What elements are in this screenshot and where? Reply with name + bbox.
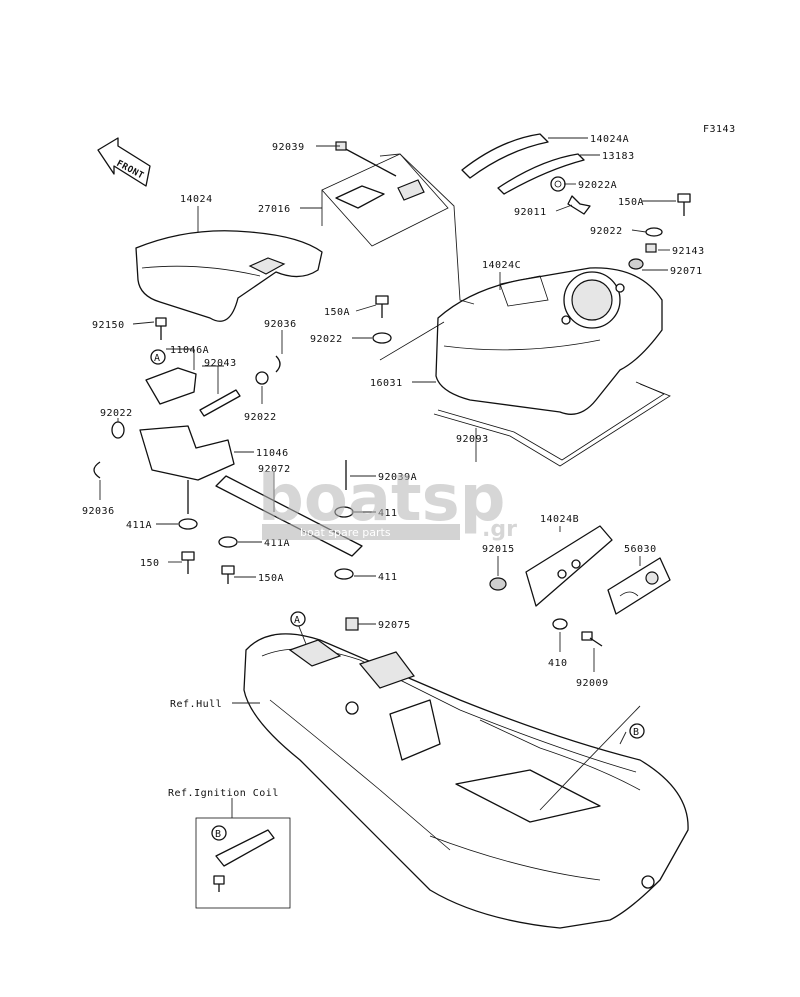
callout-92022-center: 92022 [310,334,343,345]
seat-pad-part [321,153,449,247]
hull-part [243,633,689,929]
callout-92039A: 92039A [378,472,417,483]
callout-11046: 11046 [256,448,289,459]
callout-92022A: 92022A [578,180,617,191]
watermark-main: boatsp [258,462,505,536]
callout-14024A: 14024A [590,134,629,145]
callout-92036-top: 92036 [264,319,297,330]
figure-code: F3143 [703,124,736,135]
callout-ref-ignition-coil: Ref.Ignition Coil [168,788,279,799]
callout-92143: 92143 [672,246,705,257]
callout-14024B: 14024B [540,514,579,525]
callout-92039: 92039 [272,142,305,153]
callout-ref-hull: Ref.Hull [170,699,222,710]
seat-cover-part [135,230,323,322]
lid-plate-part [489,525,671,647]
callout-411-upper: 411 [378,508,398,519]
ignition-coil-box [195,817,291,909]
callout-92043: 92043 [204,358,237,369]
storage-cover-part [435,267,663,415]
leader-lines [99,137,676,818]
marker-b-hull [629,723,645,739]
callout-56030: 56030 [624,544,657,555]
callout-150A-lower: 150A [258,573,284,584]
callout-411A-center: 411A [264,538,290,549]
callout-16031: 16031 [370,378,403,389]
callout-labels: 92039 14024A 13183 92022A 92011 150A 920… [82,134,705,799]
callout-92022-left: 92022 [244,412,277,423]
fastener-group-right [628,193,691,270]
marker-b-hull-label: B [633,727,640,738]
callout-92011: 92011 [514,207,547,218]
callout-92022-far-left: 92022 [100,408,133,419]
callout-411A-left: 411A [126,520,152,531]
callout-92071: 92071 [670,266,703,277]
lower-bolts [181,551,235,584]
callout-92150: 92150 [92,320,125,331]
callout-410: 410 [548,658,568,669]
left-bracket-group [93,317,281,514]
marker-a-hull-label: A [294,615,301,626]
callout-14024: 14024 [180,194,213,205]
center-bolt-part [372,295,392,344]
watermark-sub: boat spare parts [300,526,391,539]
cable-part [335,141,397,177]
callout-92015: 92015 [482,544,515,555]
callout-92022-right: 92022 [590,226,623,237]
callout-92072: 92072 [258,464,291,475]
callout-11046A: 11046A [170,345,209,356]
watermark-logo: boatsp .gr boat spare parts [258,462,517,542]
callout-13183: 13183 [602,151,635,162]
callout-150: 150 [140,558,160,569]
marker-a-left-label: A [154,353,161,364]
reference-markers: A A B B [150,349,645,841]
callout-92093: 92093 [456,434,489,445]
marker-a-left [150,349,166,365]
cap-part [345,617,359,631]
marker-a-hull [290,611,306,627]
front-arrow-icon: FRONT [97,137,151,187]
marker-b-coil [211,825,227,841]
strap-parts [461,133,591,215]
watermark-suffix: .gr [482,517,517,542]
gasket-part [433,381,671,467]
callout-14024C: 14024C [482,260,521,271]
marker-b-coil-label: B [215,829,222,840]
callout-92009: 92009 [576,678,609,689]
callout-27016: 27016 [258,204,291,215]
callout-411-lower: 411 [378,572,398,583]
callout-150A-right: 150A [618,197,644,208]
callout-92036-bottom: 92036 [82,506,115,517]
callout-150A-center: 150A [324,307,350,318]
callout-92075: 92075 [378,620,411,631]
